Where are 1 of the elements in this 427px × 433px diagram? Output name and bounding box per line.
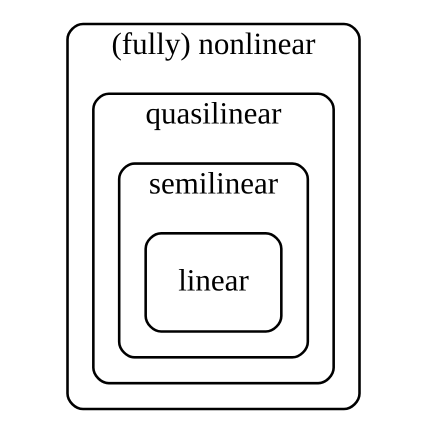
node-box: linear xyxy=(144,232,283,333)
